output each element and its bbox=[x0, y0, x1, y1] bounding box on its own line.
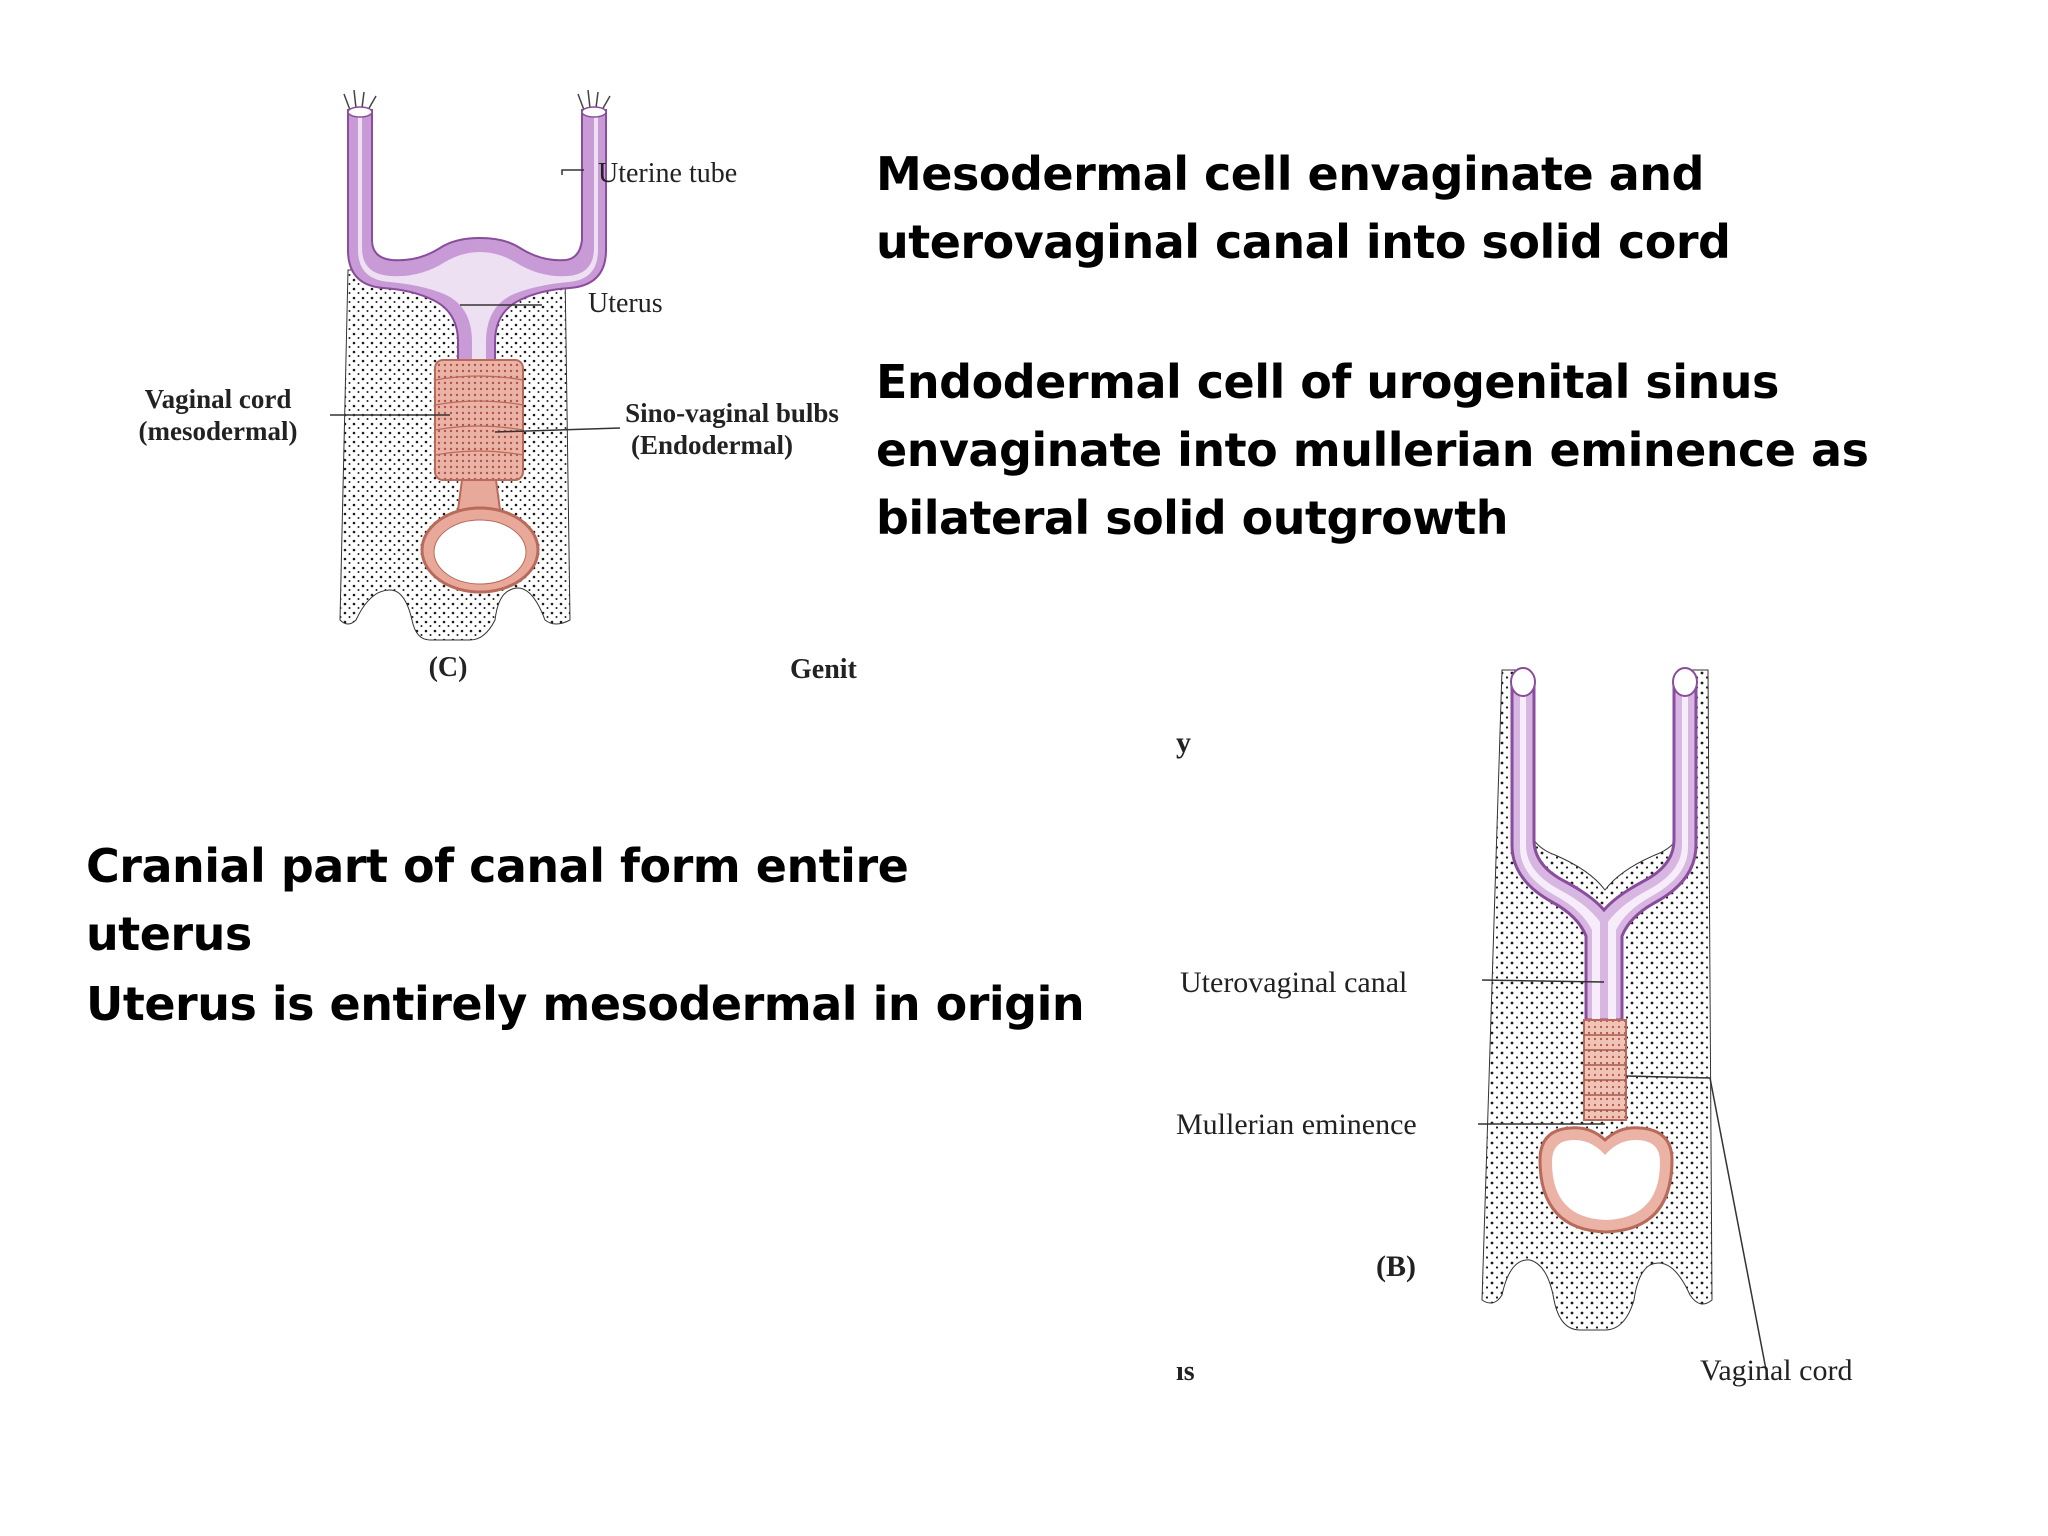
tube-opening-b-right bbox=[1672, 667, 1698, 697]
tube-opening-left bbox=[347, 106, 373, 118]
leader-uterine-tube bbox=[561, 169, 584, 175]
duct-c bbox=[347, 109, 607, 371]
mesodermal-text: Mesodermal cell envaginate and uterovagi… bbox=[876, 147, 1731, 269]
leader-sino-vaginal bbox=[494, 427, 621, 433]
label-vaginal-cord-b: Vaginal cord bbox=[1700, 1354, 1852, 1387]
urogenital-sinus-lumen-b bbox=[1552, 1140, 1660, 1220]
endodermal-text: Endodermal cell of urogenital sinus enva… bbox=[876, 355, 1869, 545]
cropped-y-text: y bbox=[1176, 726, 1191, 759]
urogenital-sinus-lumen-c bbox=[433, 519, 527, 585]
diagram-b: Uterovaginal canal Mullerian eminence (B… bbox=[1176, 667, 1852, 1387]
label-uterovaginal-canal: Uterovaginal canal bbox=[1180, 966, 1407, 999]
bulb-rings-c bbox=[434, 375, 524, 456]
duct-b bbox=[1510, 678, 1698, 1022]
sinus-neck-c bbox=[456, 479, 502, 511]
label-sino-vaginal-sub: (Endodermal) bbox=[631, 430, 793, 460]
label-uterine-tube: Uterine tube bbox=[598, 158, 737, 189]
cropped-is-text: ıs bbox=[1176, 1356, 1195, 1387]
label-uterus: Uterus bbox=[588, 288, 663, 319]
label-mullerian-eminence: Mullerian eminence bbox=[1176, 1108, 1417, 1141]
cropped-genit-text: Genit bbox=[790, 654, 858, 685]
tube-opening-right bbox=[581, 106, 607, 118]
cranial-text: Cranial part of canal form entire uterus bbox=[86, 839, 909, 961]
uterus-origin-text: Uterus is entirely mesodermal in origin bbox=[86, 977, 1085, 1031]
vaginal-cord-b bbox=[1583, 1019, 1627, 1121]
leader-vaginal-cord-b bbox=[1625, 1075, 1769, 1381]
diagram-c: Uterine tube Uterus Vaginal cord (mesode… bbox=[139, 89, 858, 685]
cord-bands-b bbox=[1584, 1034, 1626, 1111]
duct-lumen-c bbox=[358, 112, 598, 370]
figure-letter-b: (B) bbox=[1376, 1250, 1416, 1283]
tube-opening-b-left bbox=[1510, 667, 1536, 697]
label-sino-vaginal: Sino-vaginal bulbs bbox=[625, 398, 839, 428]
label-vaginal-cord-c: Vaginal cord bbox=[145, 384, 292, 414]
leader-uterovaginal-canal bbox=[1481, 979, 1605, 983]
fimbriae-c bbox=[343, 89, 611, 111]
label-vaginal-cord-c-sub: (mesodermal) bbox=[139, 416, 298, 446]
figure-letter-c: (C) bbox=[429, 652, 468, 683]
